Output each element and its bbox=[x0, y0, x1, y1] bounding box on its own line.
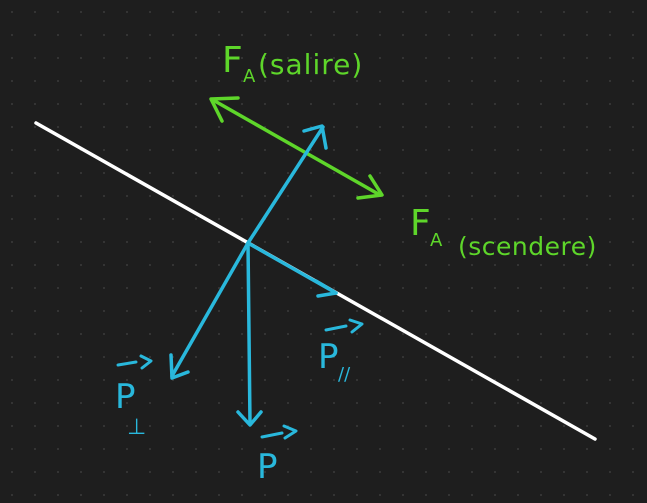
label-p-parallel-sub: // bbox=[338, 364, 351, 385]
normal-reaction-vector bbox=[246, 125, 325, 245]
label-fa-scendere-sub: A bbox=[430, 230, 443, 251]
label-fa-scendere-suffix: (scendere) bbox=[458, 232, 597, 261]
label-p-weight-main: P bbox=[257, 447, 278, 487]
weight-vectors bbox=[169, 124, 338, 427]
arrowhead-p-parallel bbox=[314, 279, 338, 298]
label-p-perpendicular: P ⊥ bbox=[115, 354, 153, 440]
vector-arrow-mark bbox=[324, 324, 348, 332]
friction-force-double-arrow bbox=[209, 96, 384, 200]
vector-arrow-mark bbox=[260, 431, 284, 439]
label-p-weight: P bbox=[257, 424, 298, 487]
label-fa-salire-main: F bbox=[222, 40, 243, 81]
label-fa-salire-sub: A bbox=[243, 66, 256, 87]
label-p-parallel-main: P bbox=[318, 337, 339, 377]
label-fa-salire-suffix: (salire) bbox=[258, 48, 363, 81]
label-p-perpendicular-main: P bbox=[115, 377, 136, 417]
vector-arrow-mark bbox=[116, 360, 138, 367]
p-perpendicular-vector bbox=[170, 241, 250, 378]
vector-arrow-mark-head bbox=[282, 424, 298, 440]
label-fa-salire: F A (salire) bbox=[222, 40, 363, 87]
label-fa-scendere-main: F bbox=[410, 203, 431, 244]
arrowhead-p-weight bbox=[236, 410, 263, 427]
label-p-perpendicular-sub: ⊥ bbox=[127, 415, 146, 440]
vector-arrow-mark-head bbox=[348, 318, 364, 334]
p-weight-vector bbox=[246, 241, 252, 426]
label-p-parallel: P // bbox=[318, 318, 364, 385]
arrowhead-normal bbox=[302, 124, 328, 150]
arrowhead-down-right bbox=[356, 174, 384, 200]
arrowhead-p-perpendicular bbox=[169, 353, 190, 380]
label-fa-scendere: F A (scendere) bbox=[410, 203, 597, 261]
vector-arrow-mark-head bbox=[139, 354, 153, 370]
arrowhead-up-left bbox=[209, 96, 240, 123]
